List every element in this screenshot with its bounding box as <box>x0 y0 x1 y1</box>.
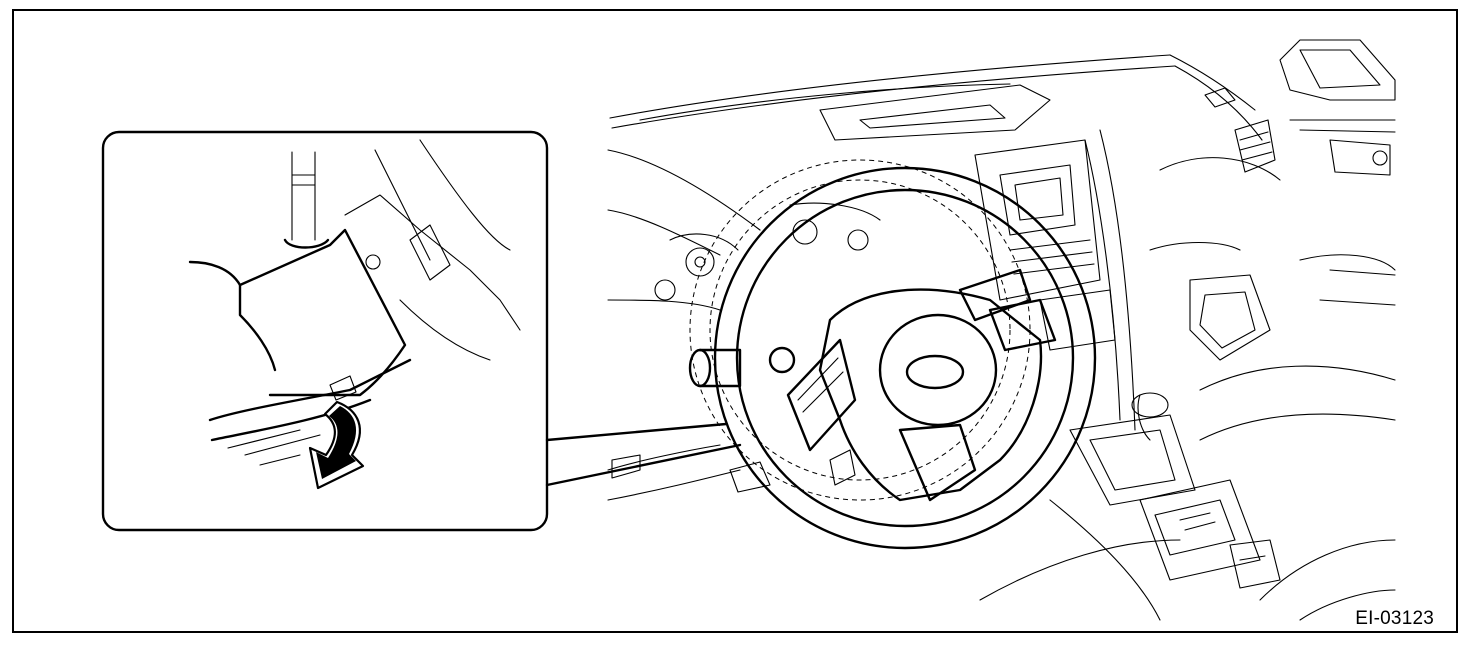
curved-arrow-down-icon <box>308 400 365 490</box>
leader-line-bottom <box>545 443 742 487</box>
callout-box <box>101 130 549 532</box>
steering-column-detail <box>188 139 521 466</box>
figure-frame <box>12 9 1458 633</box>
steering-wheel <box>688 159 1097 550</box>
figure-id-label: EI-03123 <box>1355 608 1434 629</box>
detail-callout <box>101 130 742 532</box>
dashboard-lines <box>607 39 1396 621</box>
leader-line-top <box>545 422 728 442</box>
